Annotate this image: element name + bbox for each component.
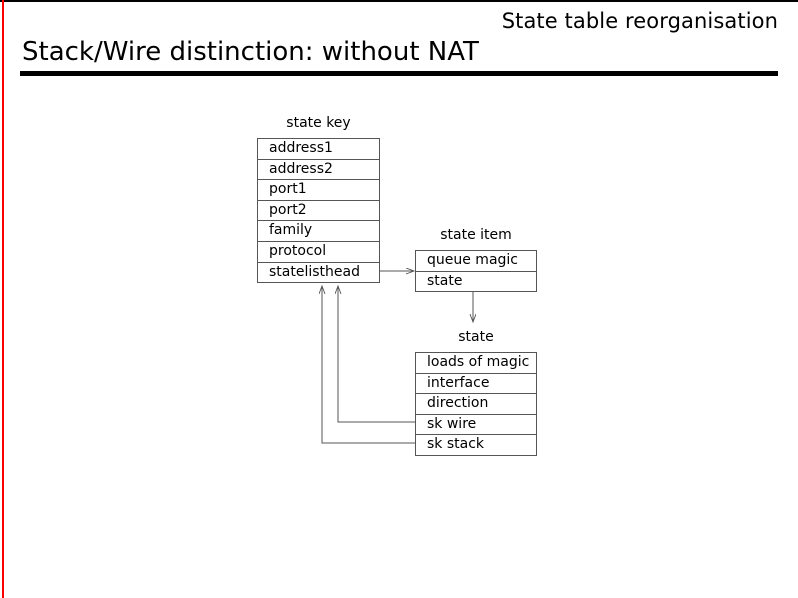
state-key-row-protocol: protocol [258, 242, 379, 263]
state-key-row-port1: port1 [258, 180, 379, 201]
page-title: Stack/Wire distinction: without NAT [22, 37, 479, 67]
state-key-row-family: family [258, 221, 379, 242]
top-border-rule [0, 0, 798, 2]
state-row-loads-of-magic: loads of magic [416, 353, 536, 374]
state-caption: state [458, 329, 494, 345]
state-row-direction: direction [416, 394, 536, 415]
state-row-sk-stack: sk stack [427, 436, 485, 453]
state-key-row-address1: address1 [258, 139, 379, 160]
state-item-box: queue magic state [415, 250, 537, 292]
state-key-row-statelisthead: statelisthead [269, 263, 360, 280]
state-item-row-queue-magic: queue magic [416, 251, 536, 272]
state-row-sk-wire: sk wire [416, 415, 536, 436]
title-underline-rule [20, 71, 778, 76]
state-key-row-address2: address2 [258, 160, 379, 181]
link-sk-wire-to-statelisthead [338, 286, 415, 423]
slide-kicker: State table reorganisation [501, 9, 778, 33]
state-key-row-port2: port2 [258, 201, 379, 222]
state-row-interface: interface [416, 374, 536, 395]
state-key-caption: state key [286, 115, 351, 131]
left-accent-rule [2, 0, 4, 598]
state-key-box: address1 address2 port1 port2 family pro… [257, 138, 380, 283]
state-item-caption: state item [440, 227, 512, 243]
state-item-row-state: state [427, 272, 463, 289]
link-sk-stack-to-statelisthead [322, 286, 415, 444]
state-box: loads of magic interface direction sk wi… [415, 352, 537, 456]
